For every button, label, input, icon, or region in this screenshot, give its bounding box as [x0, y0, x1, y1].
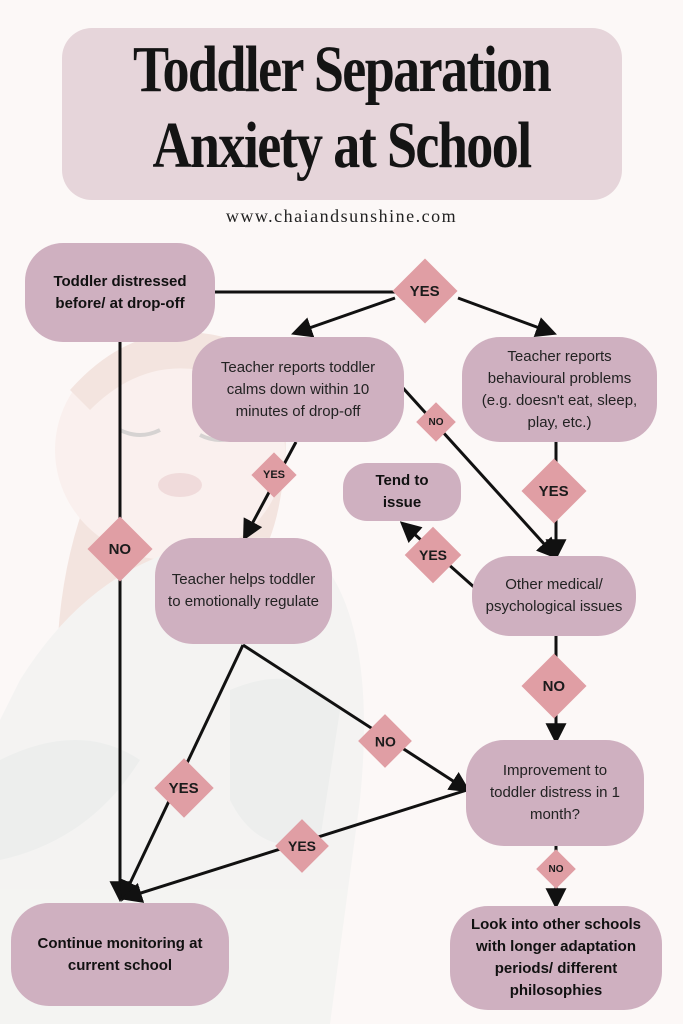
- node-continue-monitoring: Continue monitoring at current school: [11, 903, 229, 1006]
- node-calms-down: Teacher reports toddler calms down withi…: [192, 337, 404, 442]
- website-url: www.chaiandsunshine.com: [225, 206, 458, 226]
- node-toddler-distressed: Toddler distressed before/ at drop-off: [25, 243, 215, 342]
- node-behavioural-problems: Teacher reports behavioural problems (e.…: [462, 337, 657, 442]
- title-background: [62, 28, 622, 200]
- node-other-schools: Look into other schools with longer adap…: [450, 906, 662, 1010]
- page-title-line-1: Toddler Separation: [132, 33, 552, 106]
- page-title-line-2: Anxiety at School: [152, 109, 532, 182]
- node-helps-regulate: Teacher helps toddler to emotionally reg…: [155, 538, 332, 644]
- node-medical-issues: Other medical/ psychological issues: [472, 556, 636, 636]
- node-improvement: Improvement to toddler distress in 1 mon…: [466, 740, 644, 846]
- node-tend-to-issue: Tend to issue: [343, 463, 461, 521]
